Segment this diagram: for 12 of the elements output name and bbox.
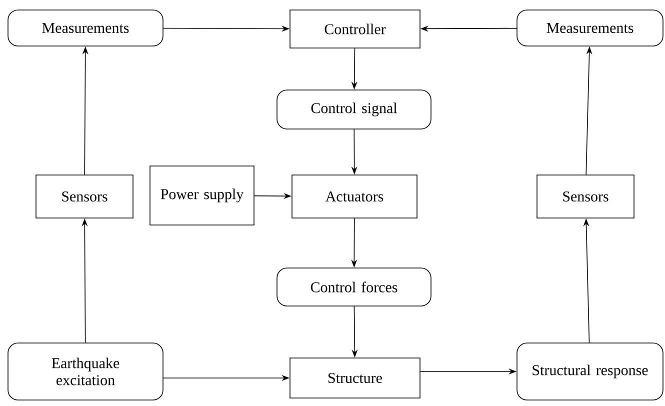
rounded-box: Measurements: [8, 10, 164, 46]
rounded-box: Control signal: [276, 90, 432, 130]
process-box: Sensors: [36, 174, 134, 218]
process-box: Power supply: [150, 166, 254, 226]
process-box: Structure: [290, 358, 420, 398]
rounded-box: Earthquake excitation: [8, 342, 164, 400]
rounded-box: Control forces: [276, 268, 432, 306]
rounded-box: Structural response: [516, 342, 664, 400]
process-box: Controller: [290, 10, 420, 48]
process-box: Sensors: [536, 174, 634, 218]
rounded-box: Measurements: [516, 10, 664, 46]
process-box: Actuators: [292, 174, 418, 218]
